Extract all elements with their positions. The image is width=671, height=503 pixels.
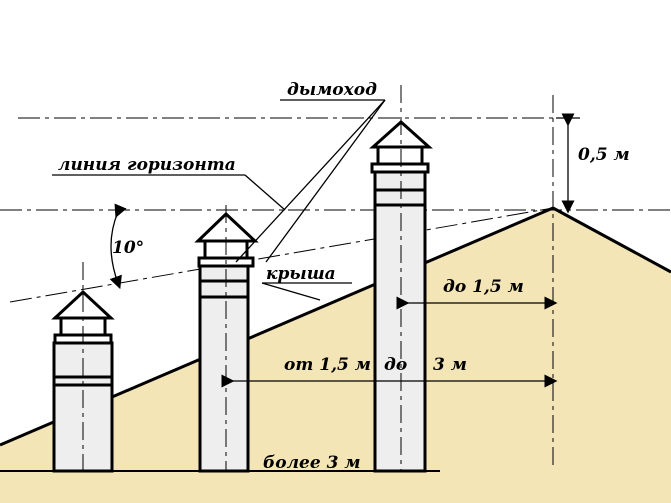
chimney-label: дымоход xyxy=(287,80,377,100)
chimney-leader-1 xyxy=(235,99,386,263)
roof-leader xyxy=(261,282,321,301)
roof-right-slope-line xyxy=(552,206,671,274)
dist-to-label: до xyxy=(384,355,407,375)
chimney-leader-2 xyxy=(265,99,386,263)
dist-to-value-label: 3 м xyxy=(433,355,467,375)
ten-degree-line xyxy=(9,207,554,303)
horizon-line-label: линия горизонта xyxy=(58,155,236,175)
dist-up-to-label: до 1,5 м xyxy=(443,277,524,297)
angle-label: 10° xyxy=(112,238,144,258)
roof-shape xyxy=(0,208,671,503)
angle-arc xyxy=(109,203,127,290)
roof-label: крыша xyxy=(266,264,336,284)
dist-more-label: более 3 м xyxy=(263,453,361,473)
horizon-leader xyxy=(244,174,286,211)
dist-from-label: от 1,5 м xyxy=(284,355,371,375)
height-above-ridge-label: 0,5 м xyxy=(578,145,630,165)
